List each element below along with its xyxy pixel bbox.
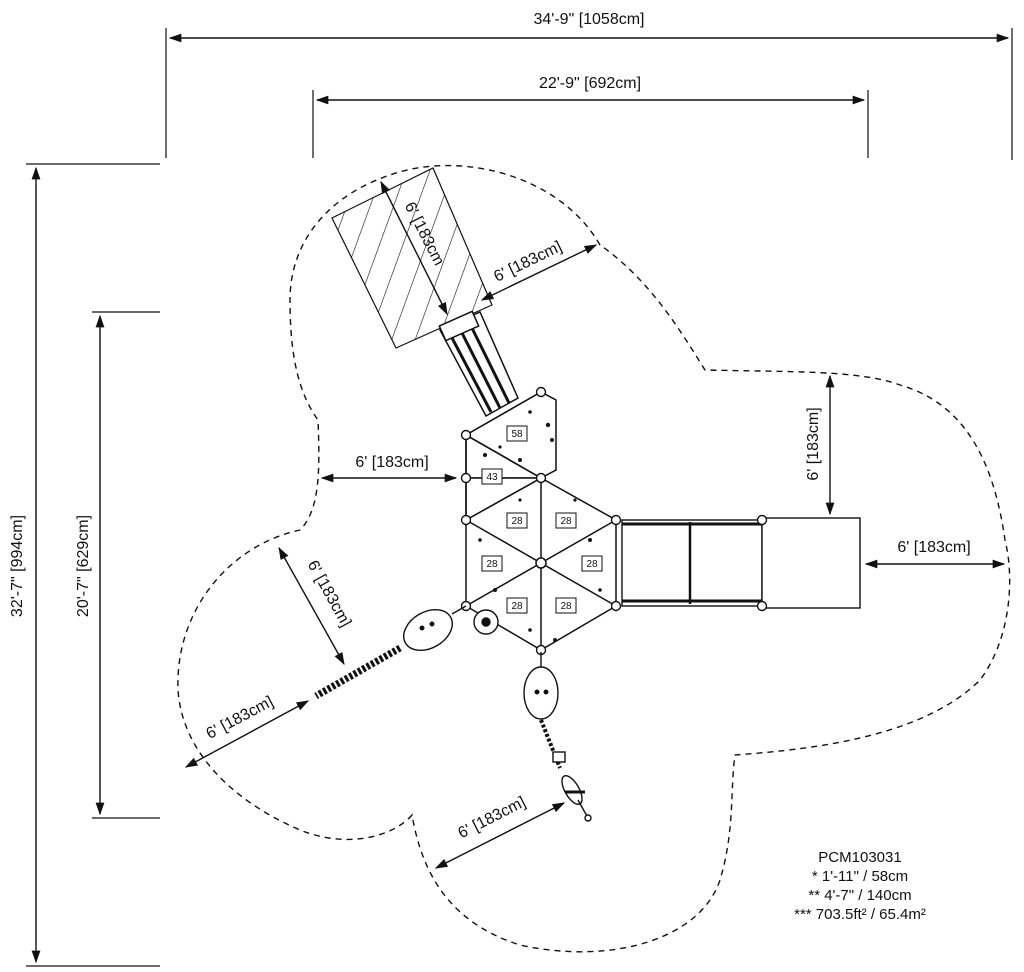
spring-rider: [552, 751, 592, 822]
deck-height-labels: 58 43 28 28 28 28 28 28: [481, 425, 603, 614]
deck-label: 28: [555, 597, 577, 614]
svg-text:28: 28: [511, 516, 523, 527]
deck-label: 58: [506, 425, 528, 442]
dim-overall-width: 34'-9" [1058cm]: [533, 11, 644, 28]
dim-overall-height: 32'-7" [994cm]: [9, 515, 26, 617]
svg-text:28: 28: [511, 601, 523, 612]
slide: [438, 310, 519, 418]
specification-block: PCM103031 * 1'-11" / 58cm ** 4'-7" / 140…: [760, 848, 960, 924]
dim-clearance-bridge: 6' [183cm]: [805, 407, 822, 480]
deck-label: 28: [481, 555, 503, 572]
extension-lines: [26, 28, 1013, 967]
svg-text:28: 28: [560, 601, 572, 612]
climbing-holds: [478, 410, 602, 642]
deck-label: 28: [506, 512, 528, 529]
dim-clearance-left: 6' [183cm]: [355, 454, 428, 471]
spec-line-platform-height: ** 4'-7" / 140cm: [808, 887, 912, 904]
swing-bottom: [523, 652, 562, 769]
svg-text:28: 28: [486, 559, 498, 570]
svg-text:28: 28: [586, 559, 598, 570]
deck-label: 43: [481, 468, 503, 485]
dimension-lines: [31, 33, 1010, 964]
dim-clearance-bottom: 6' [183cm]: [455, 794, 528, 842]
deck-label: 28: [581, 555, 603, 572]
posts: [460, 386, 768, 656]
svg-text:43: 43: [486, 472, 498, 483]
dim-structure-width: 22'-9" [692cm]: [539, 75, 641, 92]
spinner: [473, 609, 499, 635]
spec-line-fall-height: * 1'-11" / 58cm: [811, 868, 909, 885]
dim-clearance-right: 6' [183cm]: [897, 539, 970, 556]
model-number: PCM103031: [818, 849, 902, 866]
dim-clearance-swing-end: 6' [183cm]: [204, 693, 277, 742]
deck-label: 28: [506, 597, 528, 614]
swing-left: [314, 605, 467, 700]
use-zone-boundary: [177, 164, 1011, 953]
dim-clearance-swing-side: 6' [183cm]: [304, 558, 354, 630]
deck-label: 28: [555, 512, 577, 529]
svg-text:28: 28: [560, 516, 572, 527]
svg-text:58: 58: [511, 429, 523, 440]
bridge: [621, 517, 861, 609]
dim-structure-height: 20'-7" [629cm]: [75, 515, 92, 617]
spec-line-area: *** 703.5ft² / 65.4m²: [794, 906, 926, 923]
